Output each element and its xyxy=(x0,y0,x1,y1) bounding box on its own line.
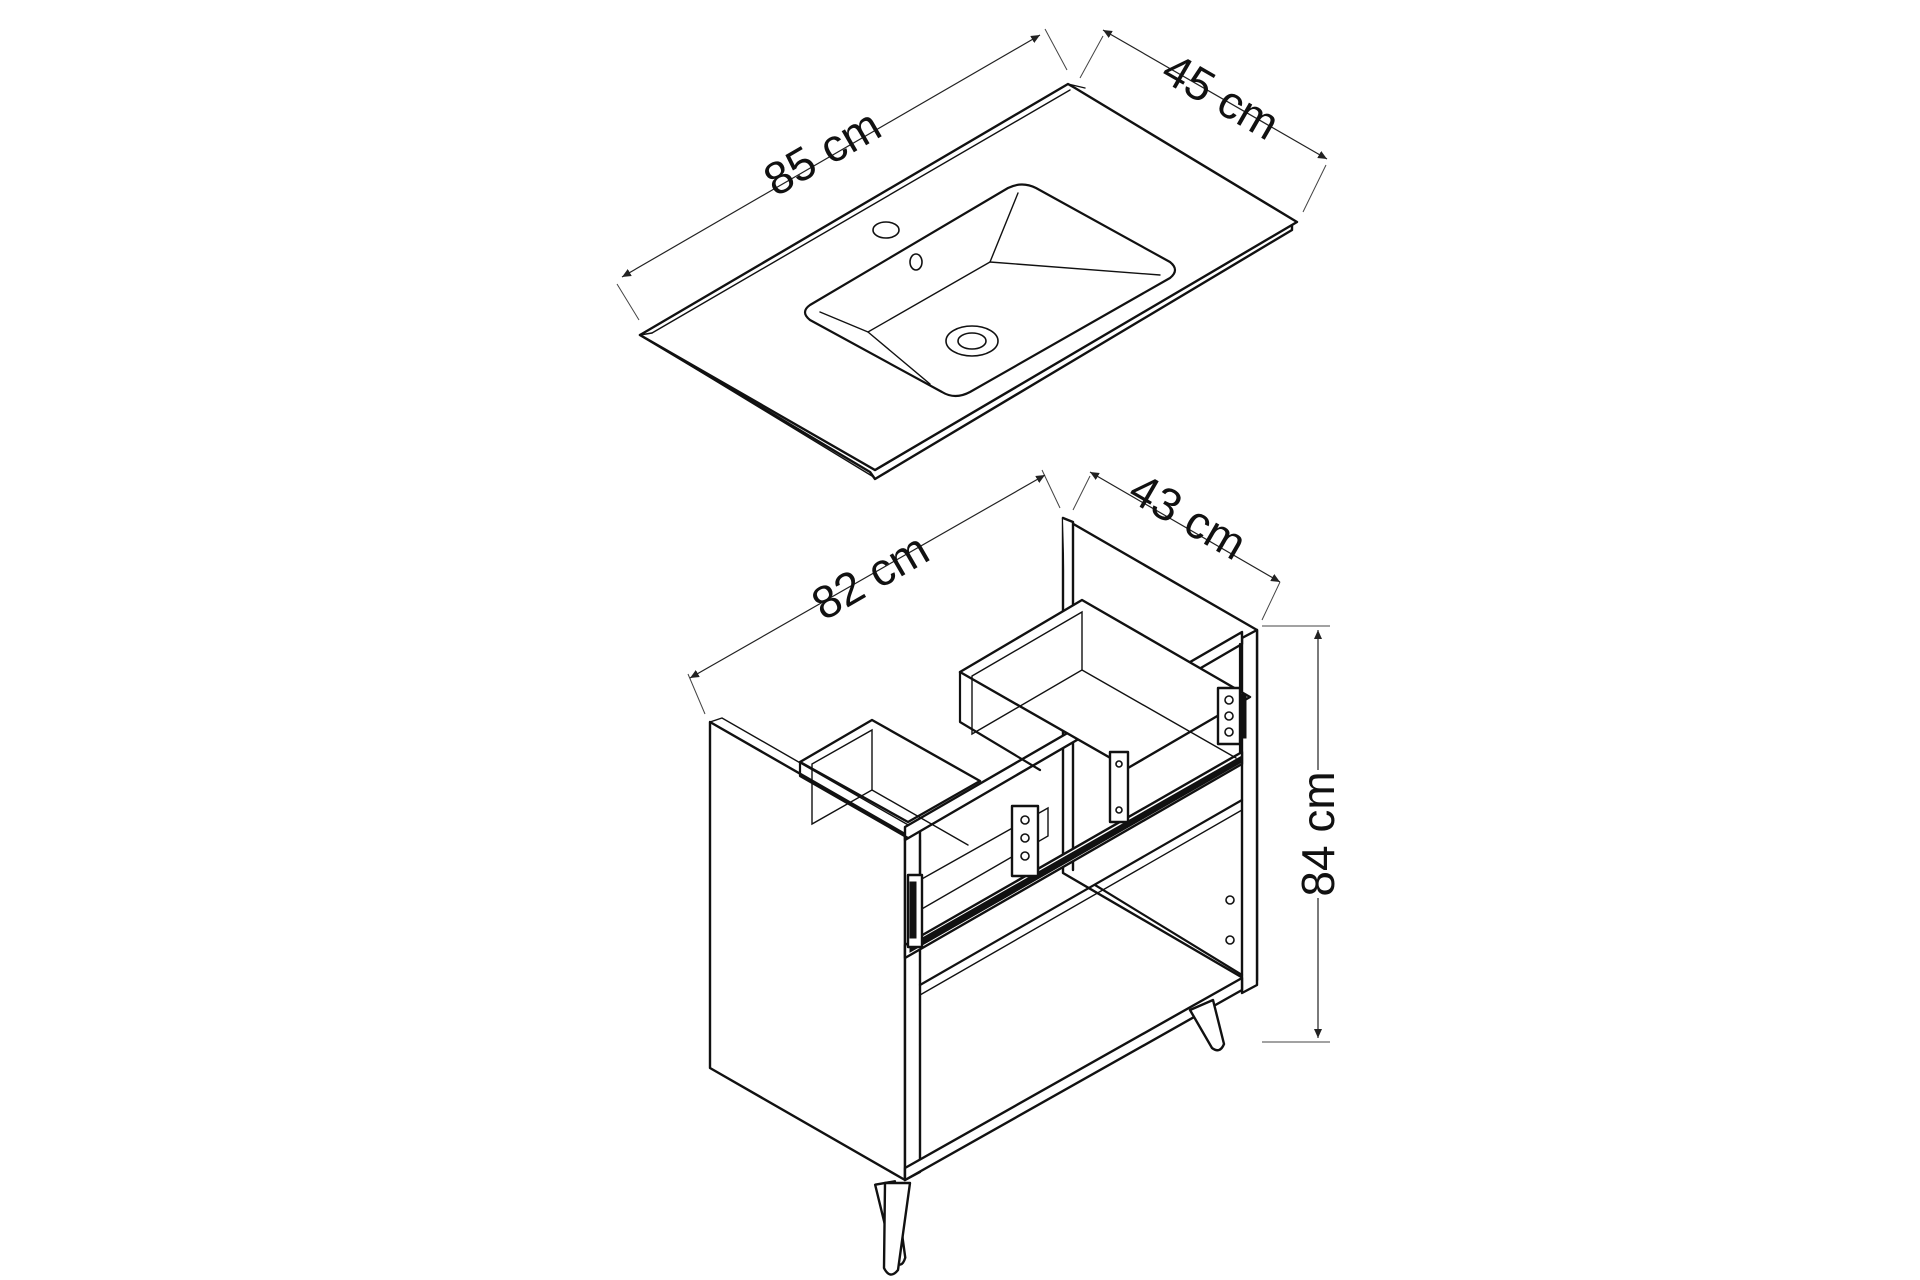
cabinet-height-label: 84 cm xyxy=(1292,771,1344,896)
sink-width-label: 85 cm xyxy=(755,98,889,206)
cabinet-legs xyxy=(873,998,1226,1276)
drain-hole xyxy=(945,325,999,357)
faucet-hole xyxy=(872,221,900,239)
cabinet-depth-label: 43 cm xyxy=(1121,462,1255,570)
overflow-hole xyxy=(909,253,923,271)
left-storage-box xyxy=(798,718,982,846)
sink-countertop xyxy=(638,82,1299,481)
cabinet-width-label: 82 cm xyxy=(803,522,937,630)
hinge-plates xyxy=(906,686,1247,949)
cabinet-height-dimension: 84 cm xyxy=(1262,625,1344,1043)
sink-depth-label: 45 cm xyxy=(1154,42,1288,150)
cabinet-body xyxy=(708,516,1259,1182)
